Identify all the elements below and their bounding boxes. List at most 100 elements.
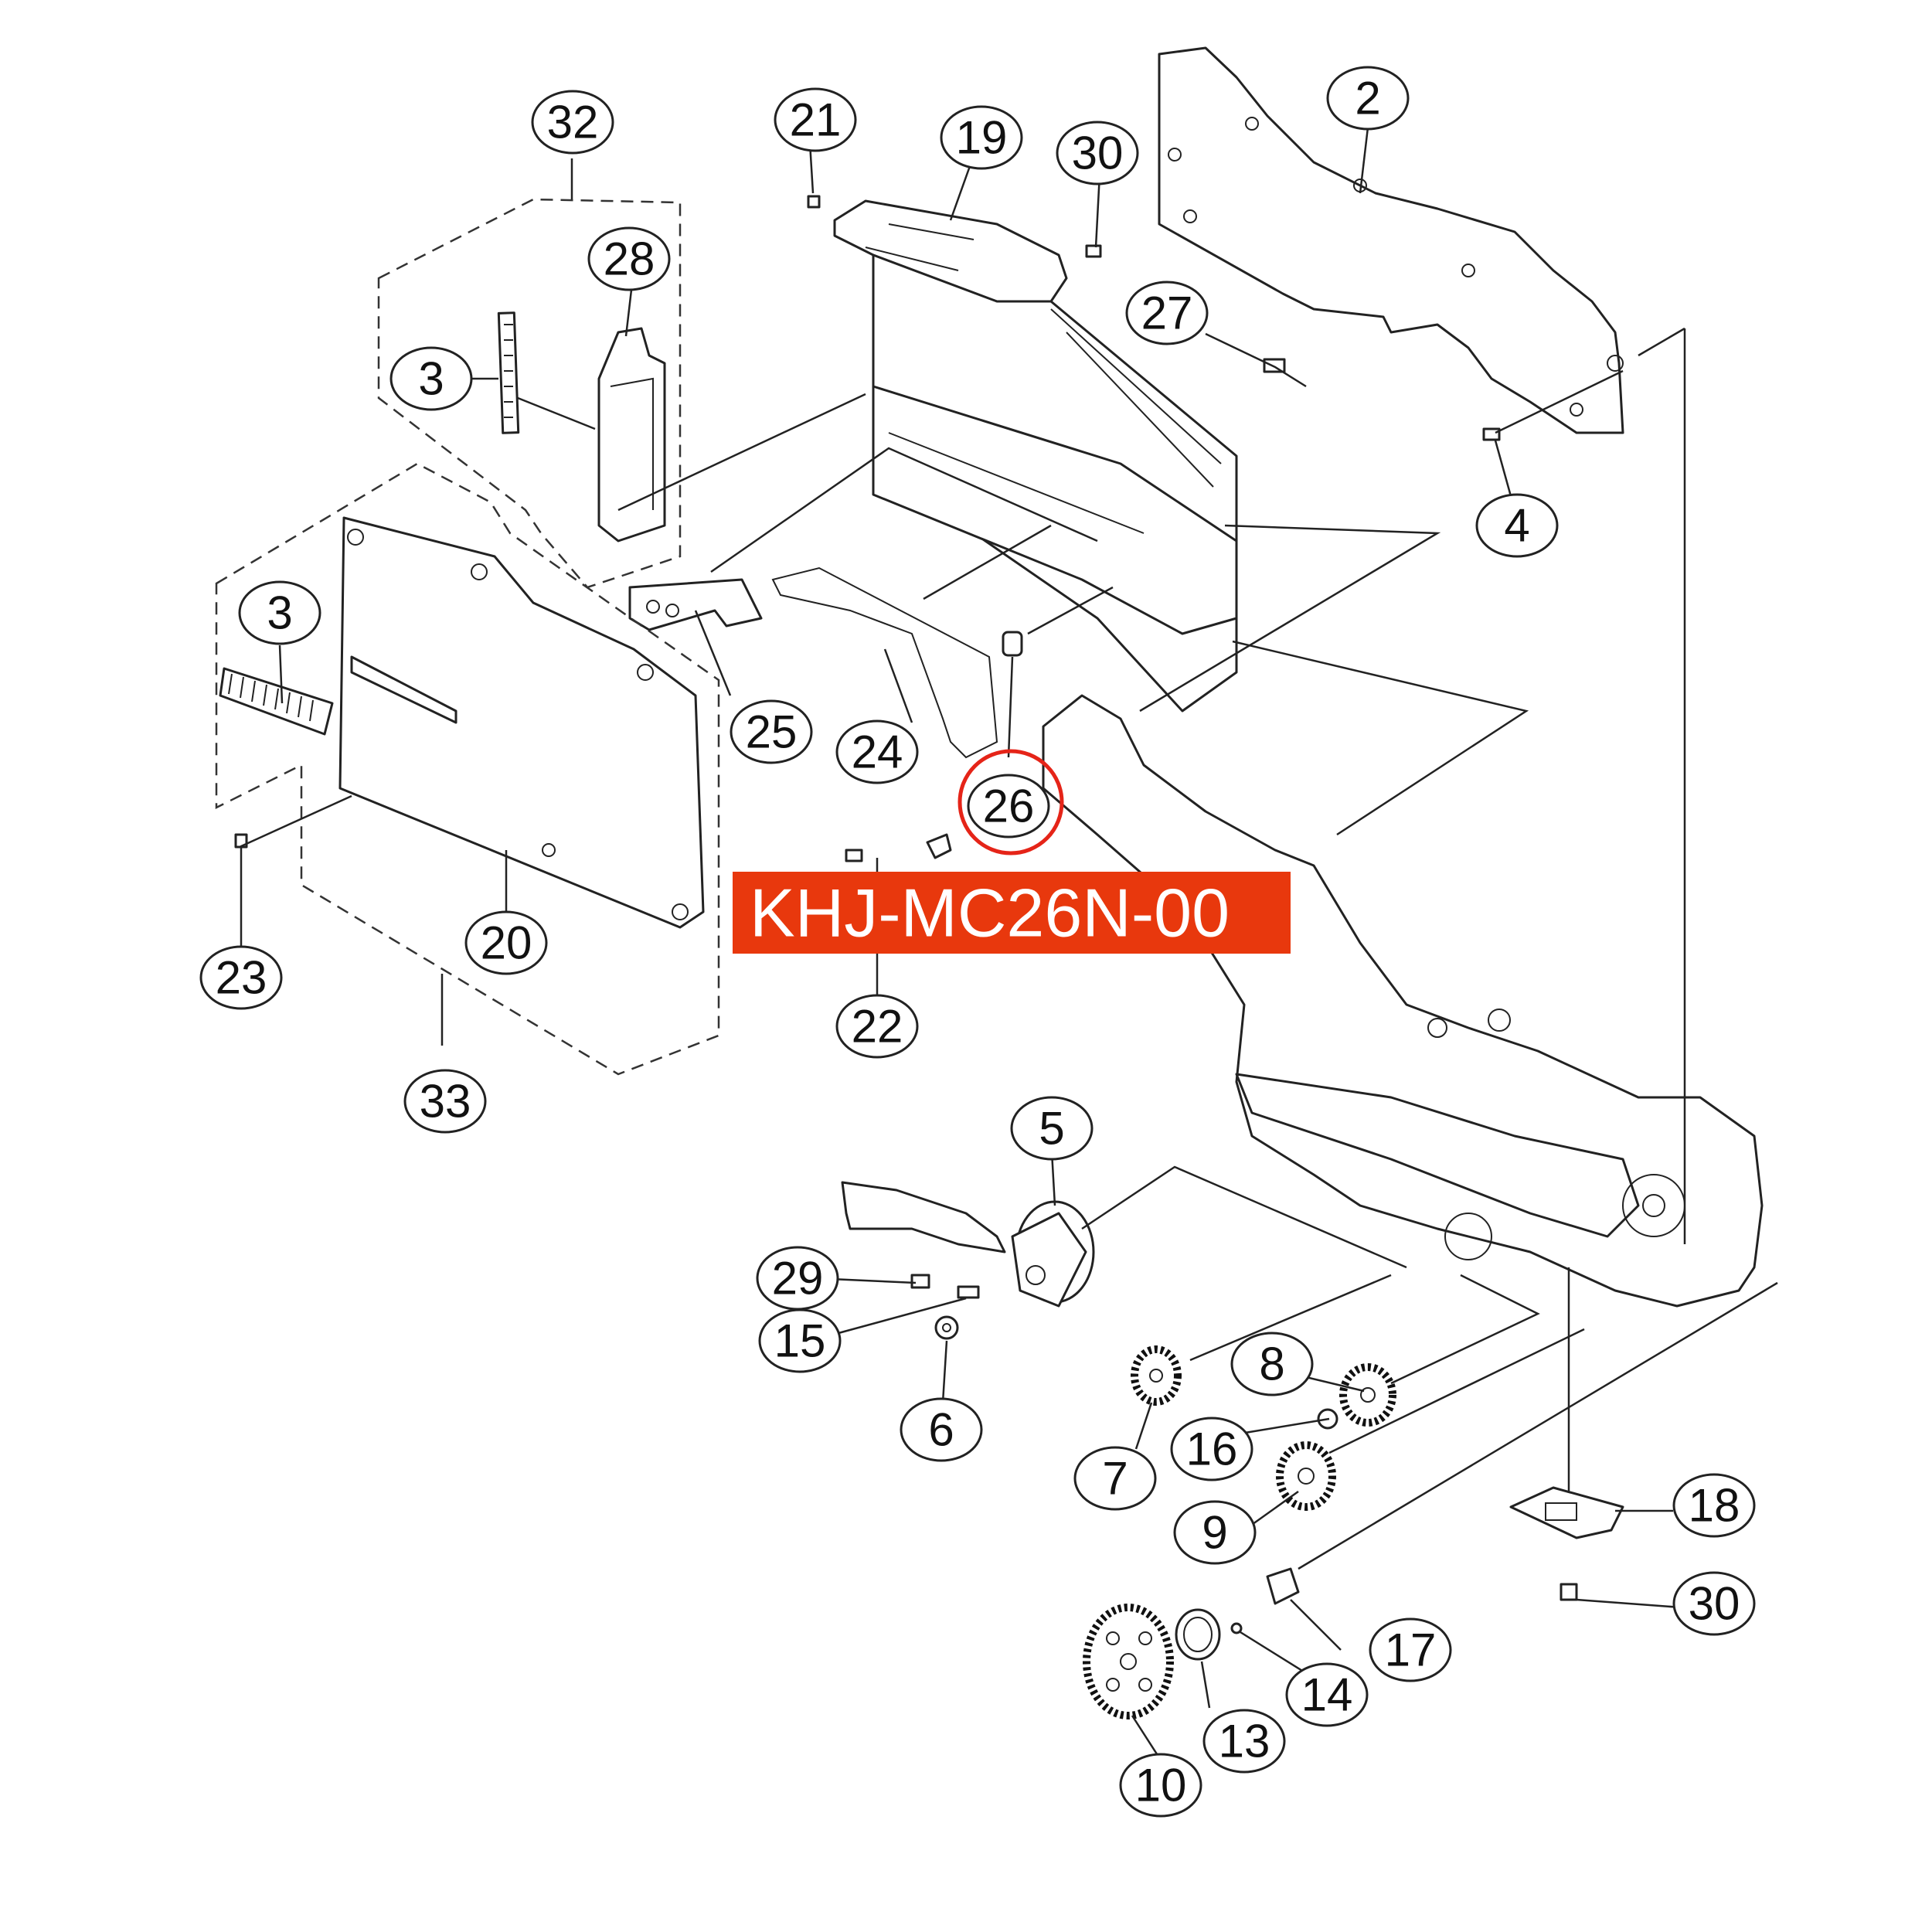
callout-3-upper: 3 bbox=[389, 346, 473, 411]
part-number-banner: KHJ-MC26N-00 bbox=[733, 872, 1291, 954]
gears bbox=[1083, 1345, 1396, 1719]
svg-text:13: 13 bbox=[1219, 1716, 1270, 1767]
callout-10: 10 bbox=[1119, 1753, 1202, 1818]
callout-22: 22 bbox=[835, 994, 919, 1059]
part-14-ball bbox=[1230, 1622, 1243, 1634]
part-6-washer bbox=[934, 1315, 959, 1340]
part-21-pin bbox=[807, 195, 821, 209]
callout-20: 20 bbox=[464, 910, 548, 975]
part-7-gear bbox=[1131, 1345, 1182, 1406]
callout-28: 28 bbox=[587, 226, 671, 291]
part-28-latch bbox=[597, 327, 666, 543]
part-8-gear bbox=[1339, 1363, 1396, 1427]
svg-text:9: 9 bbox=[1202, 1507, 1227, 1559]
part-25-lever bbox=[628, 578, 763, 631]
svg-text:27: 27 bbox=[1141, 287, 1193, 339]
main-frame-upper bbox=[872, 253, 1238, 713]
callout-7: 7 bbox=[1073, 1446, 1157, 1511]
callout-14: 14 bbox=[1285, 1662, 1369, 1727]
callout-3-lower: 3 bbox=[238, 580, 321, 645]
callout-2: 2 bbox=[1326, 66, 1410, 131]
callout-5: 5 bbox=[1010, 1096, 1094, 1161]
leader-lines bbox=[240, 127, 1778, 1770]
callout-19: 19 bbox=[940, 105, 1023, 170]
svg-text:33: 33 bbox=[420, 1076, 471, 1128]
svg-text:16: 16 bbox=[1186, 1423, 1238, 1475]
callout-30-lower: 30 bbox=[1672, 1571, 1756, 1636]
part-24-guide bbox=[771, 566, 998, 759]
svg-text:14: 14 bbox=[1301, 1669, 1353, 1721]
callout-21: 21 bbox=[774, 87, 857, 152]
callout-18: 18 bbox=[1672, 1473, 1756, 1538]
part-15-screw bbox=[957, 1285, 980, 1299]
svg-text:23: 23 bbox=[216, 952, 267, 1004]
svg-text:25: 25 bbox=[746, 706, 798, 758]
callout-17: 17 bbox=[1369, 1617, 1452, 1682]
part-10-gear bbox=[1083, 1604, 1174, 1719]
callout-33: 33 bbox=[403, 1069, 487, 1134]
callout-24: 24 bbox=[835, 719, 919, 784]
callout-27: 27 bbox=[1125, 281, 1209, 345]
part-22-clip bbox=[926, 833, 952, 859]
part-30-screw-lower bbox=[1560, 1583, 1578, 1601]
svg-text:26: 26 bbox=[983, 781, 1035, 832]
callout-6: 6 bbox=[900, 1397, 983, 1462]
svg-text:8: 8 bbox=[1259, 1338, 1284, 1390]
svg-text:17: 17 bbox=[1385, 1624, 1437, 1676]
callouts: 32 21 19 30 2 28 27 3 4 3 25 24 26 20 23… bbox=[199, 66, 1756, 1818]
part-13-ring bbox=[1175, 1608, 1221, 1661]
callout-26-highlight-ring bbox=[957, 749, 1064, 855]
callout-15: 15 bbox=[758, 1308, 842, 1373]
callout-13: 13 bbox=[1202, 1709, 1286, 1774]
callout-4: 4 bbox=[1475, 493, 1559, 558]
svg-text:5: 5 bbox=[1039, 1103, 1064, 1155]
part-18-bracket bbox=[1509, 1486, 1624, 1539]
svg-text:4: 4 bbox=[1504, 500, 1529, 552]
part-9-gear bbox=[1276, 1441, 1336, 1511]
callout-16: 16 bbox=[1170, 1417, 1253, 1481]
svg-text:10: 10 bbox=[1135, 1760, 1187, 1811]
svg-text:3: 3 bbox=[418, 353, 444, 405]
part-26-pin bbox=[1002, 631, 1023, 657]
svg-text:20: 20 bbox=[481, 917, 532, 969]
part-4-screw bbox=[1482, 427, 1501, 441]
assembly-33-dashed-outline bbox=[215, 462, 720, 1076]
svg-text:32: 32 bbox=[547, 97, 599, 148]
part-2-side-plate bbox=[1158, 46, 1624, 434]
part-number-banner-bg bbox=[733, 872, 1291, 954]
svg-text:24: 24 bbox=[852, 726, 903, 778]
svg-text:29: 29 bbox=[772, 1253, 824, 1304]
part-3-barcode-label-lower bbox=[219, 667, 334, 736]
callout-25: 25 bbox=[730, 699, 813, 764]
svg-text:28: 28 bbox=[604, 233, 655, 285]
part-5-motor-unit bbox=[841, 1181, 1095, 1308]
svg-text:3: 3 bbox=[267, 587, 292, 639]
svg-text:19: 19 bbox=[956, 112, 1008, 164]
callout-23: 23 bbox=[199, 945, 283, 1010]
part-22-screw bbox=[845, 849, 863, 862]
svg-text:18: 18 bbox=[1689, 1480, 1740, 1532]
callout-8: 8 bbox=[1230, 1332, 1314, 1396]
svg-text:22: 22 bbox=[852, 1001, 903, 1053]
callout-29: 29 bbox=[756, 1246, 839, 1311]
callout-32: 32 bbox=[531, 90, 614, 155]
small-fasteners bbox=[234, 195, 1578, 1601]
callout-9: 9 bbox=[1173, 1500, 1257, 1565]
callout-30-upper: 30 bbox=[1056, 121, 1139, 185]
part-20-panel bbox=[338, 516, 705, 929]
svg-text:7: 7 bbox=[1102, 1453, 1128, 1505]
svg-text:2: 2 bbox=[1355, 73, 1380, 124]
part-3-label-strip-upper bbox=[497, 311, 520, 434]
svg-text:30: 30 bbox=[1072, 128, 1124, 179]
svg-text:21: 21 bbox=[790, 94, 842, 146]
svg-text:15: 15 bbox=[774, 1315, 826, 1367]
callout-26: 26 bbox=[967, 774, 1050, 838]
svg-text:6: 6 bbox=[928, 1404, 954, 1456]
part-17-bushing bbox=[1266, 1567, 1300, 1605]
parts-29-15-6 bbox=[910, 1274, 980, 1340]
part-29-screw bbox=[910, 1274, 930, 1289]
part-30-screw-upper bbox=[1085, 244, 1102, 258]
part-number-text: KHJ-MC26N-00 bbox=[750, 875, 1230, 951]
svg-text:30: 30 bbox=[1689, 1578, 1740, 1630]
